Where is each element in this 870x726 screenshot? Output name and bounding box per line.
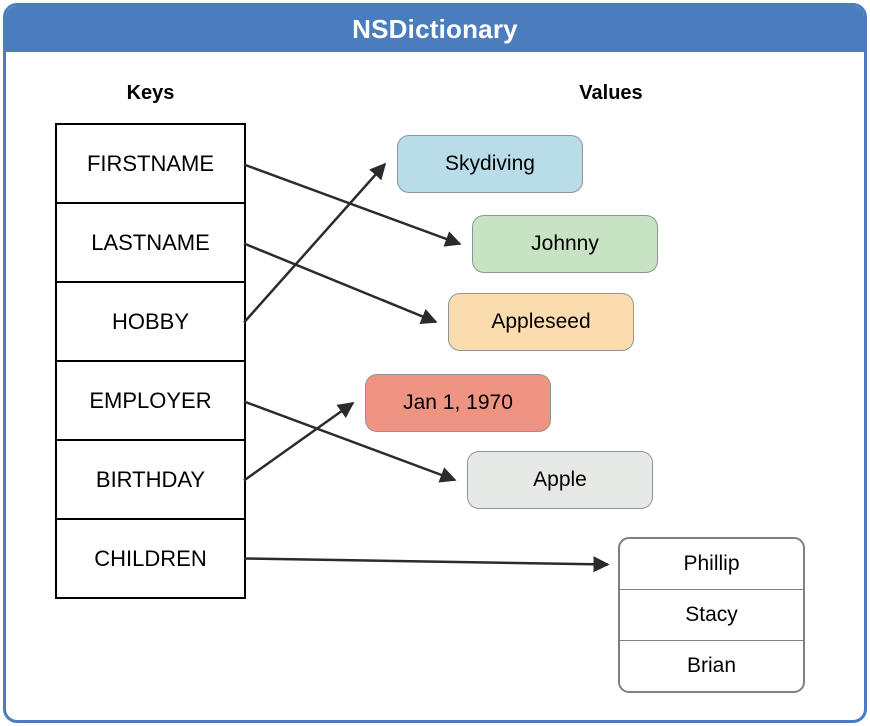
key-cell-lastname: LASTNAME xyxy=(57,204,244,283)
value-box-birthday: Jan 1, 1970 xyxy=(365,374,551,432)
keys-table: FIRSTNAME LASTNAME HOBBY EMPLOYER BIRTHD… xyxy=(55,123,246,599)
child-row-brian: Brian xyxy=(686,654,737,677)
key-cell-employer: EMPLOYER xyxy=(57,362,244,441)
title-bar: NSDictionary xyxy=(6,6,864,52)
diagram-title: NSDictionary xyxy=(352,13,518,44)
children-array-table: Phillip Stacy Brian xyxy=(618,537,805,693)
child-row-stacy: Stacy xyxy=(620,590,803,641)
value-box-skydiving: Skydiving xyxy=(397,135,583,193)
key-cell-children: CHILDREN xyxy=(94,545,207,571)
value-box-employer: Apple xyxy=(467,451,653,509)
child-row-phillip: Phillip xyxy=(620,539,803,590)
values-column-header: Values xyxy=(579,82,643,104)
value-box-johnny: Johnny xyxy=(472,215,658,273)
keys-column-header: Keys xyxy=(126,82,175,104)
key-cell-birthday: BIRTHDAY xyxy=(57,441,244,520)
key-cell-hobby: HOBBY xyxy=(57,283,244,362)
key-cell-firstname: FIRSTNAME xyxy=(57,125,244,204)
value-box-appleseed: Appleseed xyxy=(448,293,634,351)
